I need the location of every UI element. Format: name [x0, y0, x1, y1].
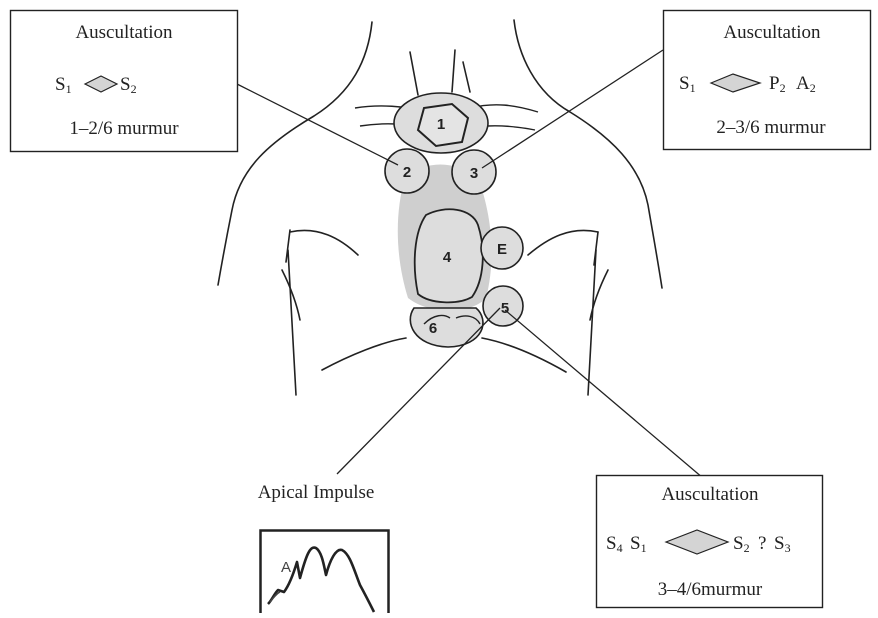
murmur-grade: 3–4/6murmur [658, 579, 763, 600]
region-2-label: 2 [403, 164, 411, 181]
murmur-grade: 2–3/6 murmur [716, 117, 826, 138]
region-3[interactable]: 3 [452, 150, 496, 194]
region-4[interactable]: 4 [415, 209, 483, 302]
region-e-label: E [497, 241, 507, 258]
trace-a-wave-label: A [281, 559, 291, 576]
region-1-label: 1 [437, 116, 445, 133]
unknown-sound-marker: ? [758, 533, 766, 554]
auscultation-box-top-right: Auscultation S1 P2 A2 2–3/6 murmur [664, 11, 871, 150]
region-6[interactable]: 6 [410, 308, 483, 347]
region-1[interactable]: 1 [394, 93, 488, 153]
region-5-label: 5 [501, 300, 509, 317]
region-6-label: 6 [429, 320, 437, 337]
apical-impulse-trace: A [261, 531, 389, 614]
auscultation-box-bottom-right: Auscultation S4 S1 S2 ? S3 3–4/6murmur [597, 476, 823, 608]
murmur-grade: 1–2/6 murmur [69, 118, 179, 139]
region-2[interactable]: 2 [385, 149, 429, 193]
region-4-label: 4 [443, 249, 452, 266]
box-title: Auscultation [661, 484, 759, 505]
auscultation-box-top-left: Auscultation S1 S2 1–2/6 murmur [11, 11, 238, 152]
region-e[interactable]: E [481, 227, 523, 269]
box-title: Auscultation [723, 22, 821, 43]
box-title: Auscultation [75, 22, 173, 43]
apical-impulse-label: Apical Impulse [258, 482, 375, 503]
region-3-label: 3 [470, 165, 478, 182]
